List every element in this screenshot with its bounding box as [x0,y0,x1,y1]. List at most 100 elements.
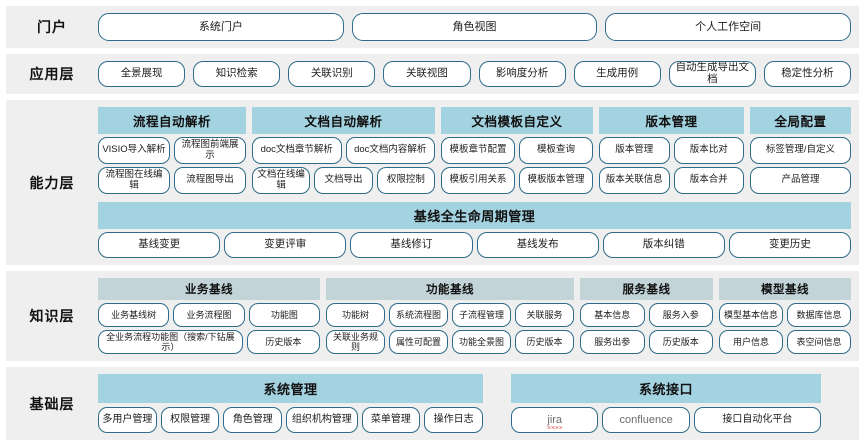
cap-item-doc-content-parse[interactable]: doc文档内容解析 [345,137,435,164]
know-item-subprocess-mgmt[interactable]: 子流程管理 [452,303,511,327]
portal-item-system[interactable]: 系统门户 [98,13,344,41]
know-item-history-version-function[interactable]: 历史版本 [515,330,574,354]
know-item-service-basic-info[interactable]: 基本信息 [580,303,645,327]
found-item-api-automation-platform[interactable]: 接口自动化平台 [693,407,821,433]
capability-group-doc-template: 文档模板自定义 模板章节配置 模板查询 模板引用关系 模板版本管理 [441,107,593,194]
knowledge-group-model-baseline: 模型基线 模型基本信息 数据库信息 用户信息 表空间信息 [719,278,851,354]
found-item-role-mgmt[interactable]: 角色管理 [223,407,283,433]
group-row: 版本管理 版本比对 [599,137,744,164]
know-item-history-version-business[interactable]: 历史版本 [246,330,320,354]
group-row: 业务基线树 业务流程图 功能图 [98,303,320,327]
cap-item-permission-control[interactable]: 权限控制 [376,167,435,194]
know-item-service-output-param[interactable]: 服务出参 [580,330,645,354]
cap-item-tag-mgmt-custom[interactable]: 标签管理/自定义 [750,137,851,164]
know-item-full-business-flow-function-diagram[interactable]: 全业务流程功能图（搜索/下钻展示） [98,330,243,354]
cap-item-version-merge[interactable]: 版本合并 [673,167,744,194]
capability-group-version-mgmt: 版本管理 版本管理 版本比对 版本关联信息 版本合并 [599,107,744,194]
cap-item-doc-chapter-parse[interactable]: doc文档章节解析 [252,137,342,164]
knowledge-group-function-baseline: 功能基线 功能树 系统流程图 子流程管理 关联服务 关联业务规则 属性可配置 功… [326,278,574,354]
know-item-function-tree[interactable]: 功能树 [326,303,385,327]
app-item-panorama[interactable]: 全景展现 [98,61,186,87]
lifecycle-item-change-history[interactable]: 变更历史 [728,232,852,258]
group-row: 流程图在线编辑 流程图导出 [98,167,246,194]
know-item-function-panorama[interactable]: 功能全景图 [452,330,511,354]
cap-item-flow-online-edit[interactable]: 流程图在线编辑 [98,167,170,194]
app-item-relation-recognition[interactable]: 关联识别 [288,61,376,87]
baseline-lifecycle-section: 基线全生命周期管理 基线变更 变更评审 基线修订 基线发布 版本纠错 变更历史 [98,202,852,258]
found-item-operation-log[interactable]: 操作日志 [424,407,483,433]
found-item-permission-mgmt[interactable]: 权限管理 [160,407,220,433]
found-item-jira[interactable]: jira [511,407,599,433]
found-item-confluence[interactable]: confluence [602,407,690,433]
cap-item-template-version-mgmt[interactable]: 模板版本管理 [519,167,593,194]
found-item-multi-user-mgmt[interactable]: 多用户管理 [98,407,157,433]
cap-item-flow-frontend-display[interactable]: 流程图前端展示 [174,137,246,164]
cap-item-doc-export[interactable]: 文档导出 [314,167,373,194]
know-item-business-flowchart[interactable]: 业务流程图 [173,303,245,327]
lifecycle-item-baseline-revision[interactable]: 基线修订 [350,232,473,258]
group-row: 模型基本信息 数据库信息 [719,303,851,327]
group-row: 服务出参 历史版本 [580,330,713,354]
portal-item-personal-workspace[interactable]: 个人工作空间 [605,13,852,41]
group-row: 全业务流程功能图（搜索/下钻展示） 历史版本 [98,330,320,354]
cap-item-template-chapter-config[interactable]: 模板章节配置 [441,137,515,164]
cap-item-template-reference[interactable]: 模板引用关系 [441,167,515,194]
app-item-generate-usecase[interactable]: 生成用例 [573,61,661,87]
group-row: 基线变更 变更评审 基线修订 基线发布 版本纠错 变更历史 [98,232,852,258]
portal-item-role-view[interactable]: 角色视图 [351,13,598,41]
know-item-related-business-rule[interactable]: 关联业务规则 [326,330,385,354]
know-item-attribute-configurable[interactable]: 属性可配置 [389,330,448,354]
know-item-model-basic-info[interactable]: 模型基本信息 [719,303,783,327]
group-title-baseline-lifecycle: 基线全生命周期管理 [98,202,851,229]
app-item-knowledge-search[interactable]: 知识检索 [193,61,281,87]
capability-group-doc-parse: 文档自动解析 doc文档章节解析 doc文档内容解析 文档在线编辑 文档导出 权… [252,107,435,194]
layer-label-knowledge: 知识层 [6,271,98,361]
know-item-user-info[interactable]: 用户信息 [719,330,783,354]
group-row: doc文档章节解析 doc文档内容解析 [252,137,435,164]
cap-item-version-mgmt[interactable]: 版本管理 [599,137,670,164]
portal-row: 系统门户 角色视图 个人工作空间 [98,13,852,41]
know-item-business-baseline-tree[interactable]: 业务基线树 [98,303,170,327]
cap-item-version-compare[interactable]: 版本比对 [673,137,744,164]
group-title-system-interface: 系统接口 [511,374,821,403]
group-row: 标签管理/自定义 [750,137,851,164]
cap-item-visio-import[interactable]: VISIO导入解析 [98,137,170,164]
cap-item-template-query[interactable]: 模板查询 [519,137,593,164]
foundation-columns: 系统管理 多用户管理 权限管理 角色管理 组织机构管理 菜单管理 操作日志 系统… [98,374,851,433]
layer-application: 应用层 全景展现 知识检索 关联识别 关联视图 影响度分析 生成用例 自动生成导… [6,54,859,94]
cap-item-version-relation-info[interactable]: 版本关联信息 [599,167,670,194]
cap-item-product-mgmt[interactable]: 产品管理 [750,167,851,194]
know-item-related-service[interactable]: 关联服务 [515,303,574,327]
group-title-function-baseline: 功能基线 [326,278,574,300]
app-item-stability-analysis[interactable]: 稳定性分析 [763,61,851,87]
know-item-system-flowchart[interactable]: 系统流程图 [389,303,448,327]
application-row: 全景展现 知识检索 关联识别 关联视图 影响度分析 生成用例 自动生成导出文档 … [98,61,851,87]
group-title-doc-parse: 文档自动解析 [252,107,435,134]
know-item-history-version-service[interactable]: 历史版本 [648,330,713,354]
cap-item-doc-online-edit[interactable]: 文档在线编辑 [252,167,311,194]
group-row: 功能树 系统流程图 子流程管理 关联服务 [326,303,574,327]
found-item-org-structure-mgmt[interactable]: 组织机构管理 [286,407,358,433]
knowledge-group-business-baseline: 业务基线 业务基线树 业务流程图 功能图 全业务流程功能图（搜索/下钻展示） 历… [98,278,320,354]
layer-knowledge: 知识层 业务基线 业务基线树 业务流程图 功能图 全业务流程功能图（搜索/下钻展… [6,271,859,361]
layer-body-application: 全景展现 知识检索 关联识别 关联视图 影响度分析 生成用例 自动生成导出文档 … [98,54,859,94]
found-item-menu-mgmt[interactable]: 菜单管理 [361,407,421,433]
know-item-function-diagram[interactable]: 功能图 [248,303,320,327]
know-item-database-info[interactable]: 数据库信息 [787,303,851,327]
group-row: jira confluence 接口自动化平台 [511,407,821,433]
lifecycle-item-version-correction[interactable]: 版本纠错 [602,232,725,258]
group-row: 文档在线编辑 文档导出 权限控制 [252,167,435,194]
app-item-relation-view[interactable]: 关联视图 [383,61,471,87]
knowledge-group-service-baseline: 服务基线 基本信息 服务入参 服务出参 历史版本 [580,278,713,354]
app-item-impact-analysis[interactable]: 影响度分析 [478,61,566,87]
group-row: 基本信息 服务入参 [580,303,713,327]
lifecycle-item-baseline-change[interactable]: 基线变更 [98,232,221,258]
lifecycle-item-baseline-release[interactable]: 基线发布 [476,232,599,258]
layer-body-portal: 系统门户 角色视图 个人工作空间 [98,6,859,48]
lifecycle-item-change-review[interactable]: 变更评审 [224,232,347,258]
know-item-service-input-param[interactable]: 服务入参 [648,303,713,327]
group-title-version-mgmt: 版本管理 [599,107,744,134]
know-item-tablespace-info[interactable]: 表空间信息 [787,330,851,354]
app-item-auto-export-doc[interactable]: 自动生成导出文档 [668,61,756,87]
cap-item-flow-export[interactable]: 流程图导出 [174,167,246,194]
